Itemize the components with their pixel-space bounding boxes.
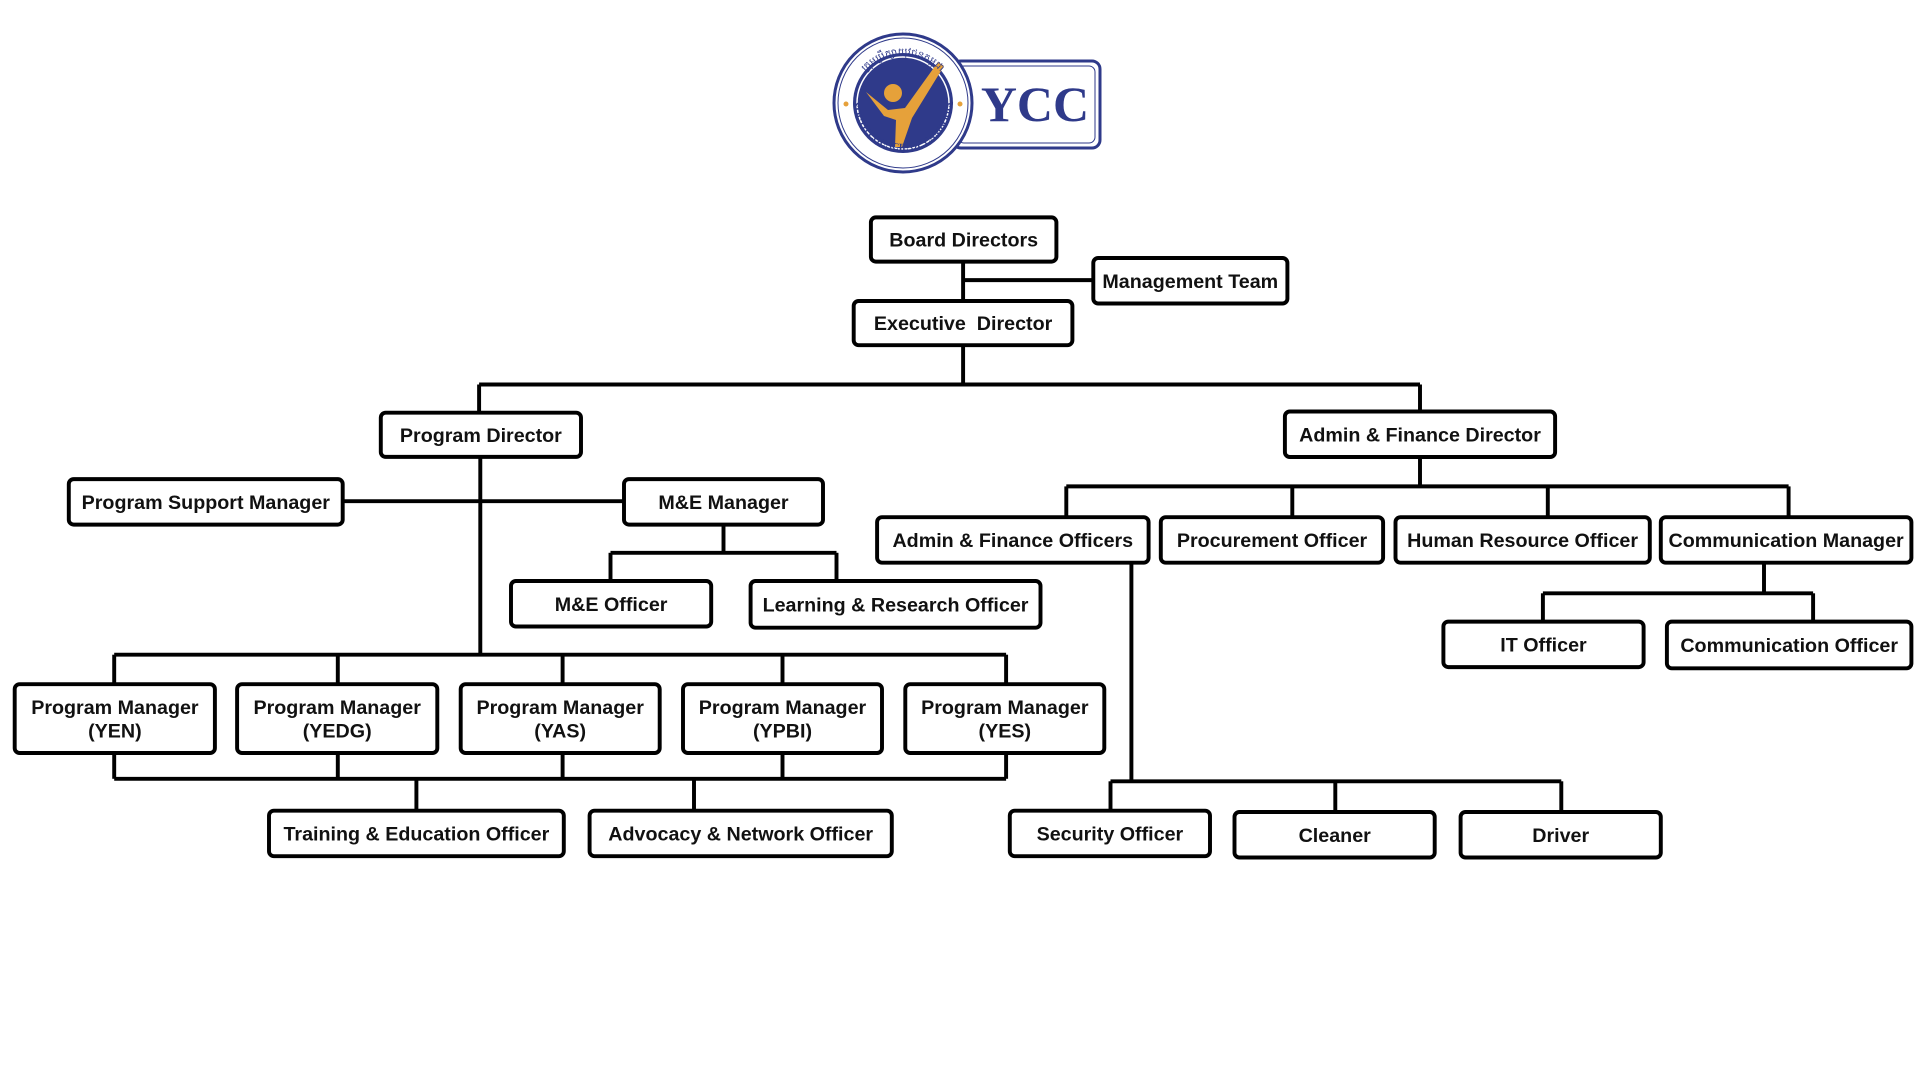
- org-node-label: Program Director: [400, 425, 562, 447]
- org-node-box: [1441, 619, 1646, 670]
- org-node-label: Human Resource Officer: [1407, 530, 1638, 552]
- org-node-pm3: Program Manager(YAS): [458, 682, 662, 755]
- org-node-box: [587, 808, 894, 859]
- org-node-label: M&E Officer: [555, 594, 668, 616]
- ycc-logo: YCC YOUTH COUNCIL OF CAMBODIA ក្រុមប្រឹក…: [832, 32, 1102, 174]
- org-node-pd: Program Director: [378, 410, 583, 459]
- logo-wordmark-box: YCC: [951, 59, 1102, 150]
- org-node-box: [378, 410, 583, 459]
- org-node-box: [622, 477, 825, 527]
- org-node-teo: Training & Education Officer: [267, 808, 566, 859]
- org-node-label: IT Officer: [1500, 634, 1587, 656]
- logo-seal: YOUTH COUNCIL OF CAMBODIA ក្រុមប្រឹក្សាយ…: [832, 32, 974, 174]
- org-node-box: [1658, 515, 1914, 565]
- org-node-mem: M&E Manager: [622, 477, 825, 527]
- org-node-box: [1158, 515, 1386, 565]
- org-node-ano: Advocacy & Network Officer: [587, 808, 894, 859]
- org-node-label: Advocacy & Network Officer: [608, 824, 873, 846]
- org-node-box: [12, 682, 217, 755]
- org-node-label: Program Support Manager: [82, 492, 331, 514]
- org-node-pm1: Program Manager(YEN): [12, 682, 217, 755]
- org-node-label: M&E Manager: [658, 492, 789, 514]
- org-node-meo: M&E Officer: [509, 579, 714, 629]
- org-node-pm2: Program Manager(YEDG): [235, 682, 440, 755]
- org-node-label: Executive Director: [874, 313, 1053, 335]
- org-node-lro: Learning & Research Officer: [748, 579, 1043, 630]
- youth-figure-icon: [866, 62, 944, 147]
- org-node-label: Driver: [1532, 825, 1589, 847]
- org-node-co: Communication Officer: [1664, 619, 1914, 671]
- org-node-label: Management Team: [1102, 271, 1278, 293]
- org-node-label: Training & Education Officer: [283, 824, 549, 846]
- org-node-label: Security Officer: [1037, 824, 1184, 846]
- org-node-box: [235, 682, 440, 755]
- org-node-label: Program Manager: [253, 697, 421, 719]
- logo-wordmark: YCC: [981, 76, 1089, 132]
- org-node-box: [1393, 515, 1652, 565]
- org-node-box: [681, 682, 884, 755]
- org-node-label: Communication Officer: [1680, 635, 1898, 657]
- org-node-po: Procurement Officer: [1158, 515, 1386, 565]
- org-node-ito: IT Officer: [1441, 619, 1646, 670]
- org-node-label: (YEDG): [303, 721, 372, 743]
- org-node-box: [851, 299, 1075, 348]
- org-node-hro: Human Resource Officer: [1393, 515, 1652, 565]
- org-node-cl: Cleaner: [1232, 810, 1437, 860]
- org-node-afd: Admin & Finance Director: [1282, 409, 1558, 459]
- org-node-label: (YAS): [534, 721, 586, 743]
- org-node-board: Board Directors: [868, 215, 1059, 264]
- org-node-label: Cleaner: [1299, 825, 1372, 847]
- org-node-label: Learning & Research Officer: [763, 595, 1029, 617]
- org-node-label: Program Manager: [699, 697, 867, 719]
- org-node-box: [1664, 619, 1914, 671]
- org-node-label: Admin & Finance Officers: [892, 530, 1133, 552]
- org-node-pm4: Program Manager(YPBI): [681, 682, 884, 755]
- org-node-box: [748, 579, 1043, 630]
- org-node-label: Program Manager: [921, 697, 1089, 719]
- org-node-box: [509, 579, 714, 629]
- org-node-box: [1232, 810, 1437, 860]
- org-node-label: (YES): [979, 721, 1032, 743]
- org-node-psm: Program Support Manager: [66, 477, 345, 527]
- org-node-box: [1091, 256, 1290, 306]
- org-node-ed: Executive Director: [851, 299, 1075, 348]
- org-node-box: [66, 477, 345, 527]
- org-node-box: [875, 515, 1151, 565]
- org-node-dr: Driver: [1458, 810, 1663, 860]
- org-node-label: Program Manager: [476, 697, 644, 719]
- org-node-box: [903, 682, 1107, 755]
- org-node-cm: Communication Manager: [1658, 515, 1914, 565]
- org-node-label: (YEN): [88, 721, 142, 743]
- org-node-mgmt: Management Team: [1091, 256, 1290, 306]
- org-node-box: [868, 215, 1059, 264]
- org-node-box: [458, 682, 662, 755]
- org-node-box: [1282, 409, 1558, 459]
- org-node-box: [267, 808, 566, 859]
- org-node-afo: Admin & Finance Officers: [875, 515, 1151, 565]
- org-node-so: Security Officer: [1007, 808, 1212, 859]
- org-node-label: Admin & Finance Director: [1299, 424, 1541, 446]
- org-node-label: Board Directors: [889, 230, 1038, 252]
- connector-lines: [112, 261, 1816, 812]
- org-node-label: Communication Manager: [1669, 530, 1905, 552]
- org-node-box: [1007, 808, 1212, 859]
- org-node-label: Procurement Officer: [1177, 530, 1368, 552]
- org-node-box: [1458, 810, 1663, 860]
- org-node-label: Program Manager: [31, 697, 199, 719]
- org-node-pm5: Program Manager(YES): [903, 682, 1107, 755]
- org-node-label: (YPBI): [753, 721, 812, 743]
